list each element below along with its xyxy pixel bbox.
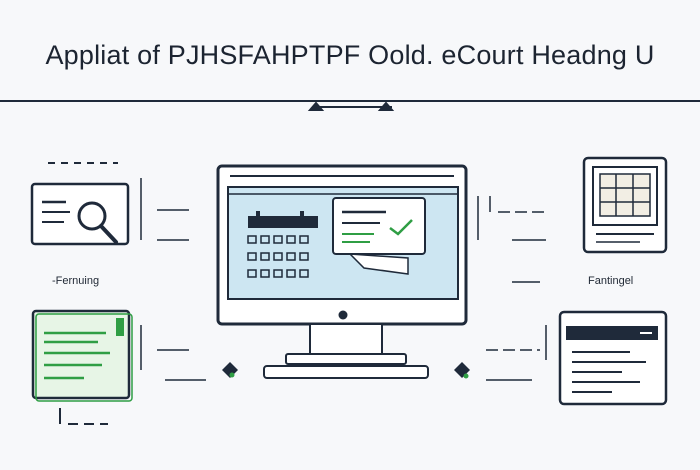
calendar-grid bbox=[247, 235, 309, 278]
down-arrow-icon bbox=[307, 101, 395, 111]
magnifier-icon bbox=[77, 201, 118, 244]
page-title: Appliat of PJHSFAHPTPF Oold. eCourt Head… bbox=[45, 40, 655, 70]
browser-window-card bbox=[558, 310, 668, 406]
right-flag-icon bbox=[454, 362, 470, 379]
calendar-icon bbox=[248, 211, 318, 228]
search-document-card bbox=[30, 162, 130, 246]
monitor-illustration bbox=[216, 164, 468, 379]
left-caption: -Fernuing bbox=[52, 275, 100, 287]
tablet-card bbox=[582, 156, 668, 254]
title-underline bbox=[0, 100, 700, 102]
left-flag-icon bbox=[222, 362, 238, 378]
checkmark-icon bbox=[389, 219, 413, 236]
green-notepad-card bbox=[31, 309, 133, 425]
notification-card bbox=[332, 197, 426, 275]
right-caption: Fantingel bbox=[588, 275, 634, 287]
left-connectors bbox=[140, 178, 206, 381]
right-connectors bbox=[477, 196, 547, 381]
